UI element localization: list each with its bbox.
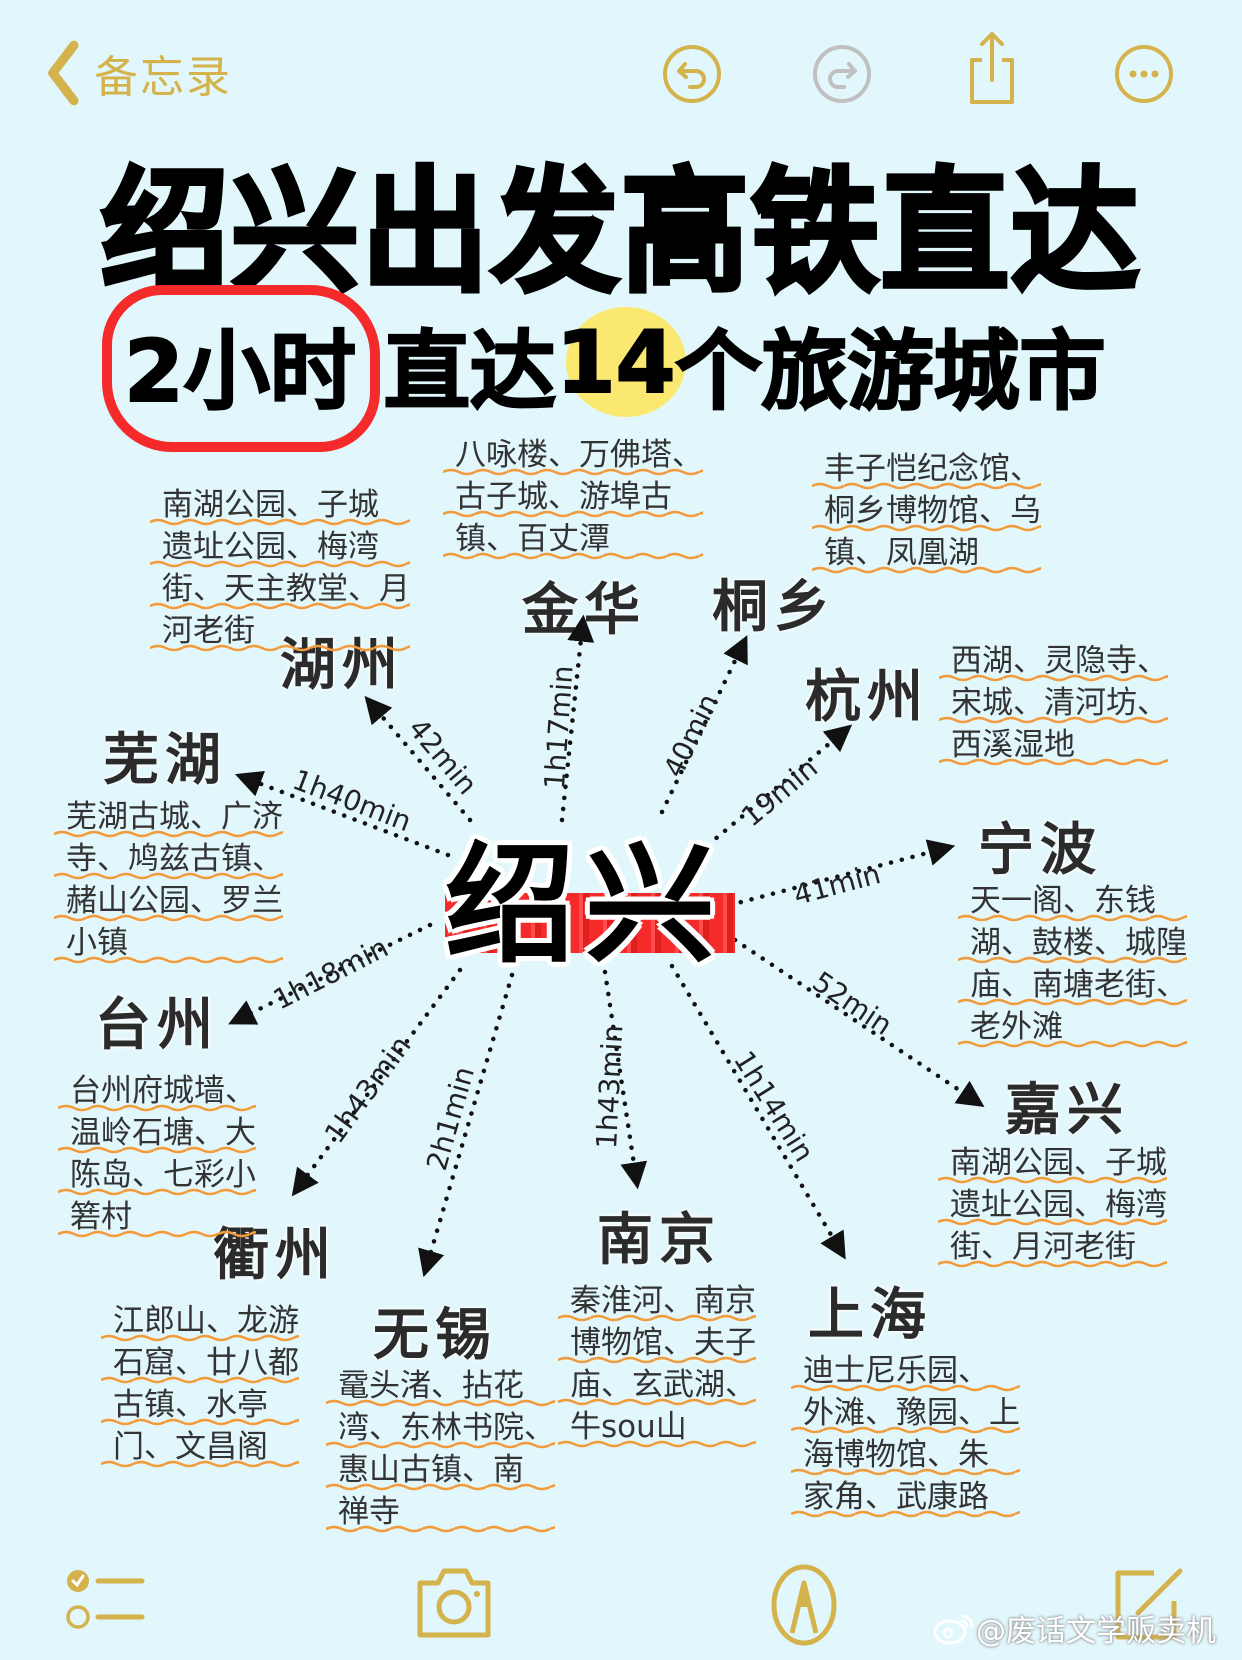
route-taizhou [228,922,433,1025]
back-label: 备忘录 [94,52,232,103]
chevron-left-icon [48,40,79,106]
subtitle: 2小时 直达 14 个旅游城市 [102,284,1107,452]
city-tongxiang: 桐乡 [712,575,836,640]
route-nanjing [602,969,648,1190]
subtitle-rest: 个旅游城市 [675,321,1107,423]
city-hangzhou: 杭州 [805,665,929,730]
attractions-hangzhou: 西湖、灵隐寺、 宋城、清河坊、 西溪湿地 [939,640,1168,766]
camera-icon[interactable] [412,1565,496,1641]
checklist-icon[interactable] [64,1565,146,1635]
attractions-tongxiang: 丰子恺纪念馆、 桐乡博物馆、乌 镇、凤凰湖 [812,448,1041,574]
attractions-wuxi: 鼋头渚、拈花 湾、东林书院、 惠山古镇、南 禅寺 [326,1365,555,1533]
city-nanjing: 南京 [597,1208,721,1273]
duration-nanjing: 1h43min [590,1024,630,1150]
route-huzhou [364,695,473,823]
attractions-huzhou: 南湖公园、子城 遗址公园、梅湾 街、天主教堂、月 河老街 [150,484,410,652]
route-quzhou [291,967,463,1197]
highlighted-count: 14 [555,307,686,417]
subtitle-middle: 直达 [383,321,557,423]
attractions-jiaxing: 南湖公园、子城 遗址公园、梅湾 街、月河老街 [938,1142,1167,1268]
red-brush-stroke [445,893,735,953]
watermark: @废话文学贩卖机 [932,1606,1216,1650]
markup-icon[interactable] [768,1563,840,1647]
redo-icon[interactable] [810,42,874,106]
attractions-wuhu: 芜湖古城、广济 寺、鸠兹古镇、 赭山公园、罗兰 小镇 [54,796,283,964]
compose-icon[interactable] [1110,1565,1190,1641]
route-jinhua [559,614,595,823]
city-jiaxing: 嘉兴 [1005,1078,1129,1143]
route-shanghai [669,963,846,1260]
circled-duration: 2小时 [102,284,380,452]
share-icon[interactable] [960,30,1024,106]
city-shanghai: 上海 [808,1283,932,1348]
route-wuxi [418,972,515,1278]
weibo-icon [933,1614,974,1645]
undo-icon[interactable] [660,42,724,106]
center-city: 绍兴 [445,829,726,981]
route-ningbo [727,839,956,908]
attractions-quzhou: 江郎山、龙游 石窟、廿八都 古镇、水亭 门、文昌阁 [101,1300,299,1468]
route-jiaxing [732,937,985,1108]
attractions-shanghai: 迪士尼乐园、 外滩、豫园、上 海博物馆、朱 家角、武康路 [791,1350,1020,1518]
more-icon[interactable] [1112,42,1176,106]
city-taizhou: 台州 [95,993,219,1058]
city-wuxi: 无锡 [373,1303,497,1368]
attractions-ningbo: 天一阁、东钱 湖、鼓楼、城隍 庙、南塘老街、 老外滩 [958,880,1187,1048]
route-wuhu [234,771,451,858]
city-wuhu: 芜湖 [103,728,227,793]
attractions-nanjing: 秦淮河、南京 博物馆、夫子 庙、玄武湖、 牛sou山 [558,1280,756,1448]
city-ningbo: 宁波 [978,818,1102,883]
back-button[interactable]: 备忘录 [40,40,232,106]
route-tongxiang [659,635,748,815]
attractions-taizhou: 台州府城墙、 温岭石塘、大 陈岛、七彩小 箬村 [58,1070,256,1238]
attractions-jinhua: 八咏楼、万佛塔、 古子城、游埠古 镇、百丈潭 [443,434,703,560]
